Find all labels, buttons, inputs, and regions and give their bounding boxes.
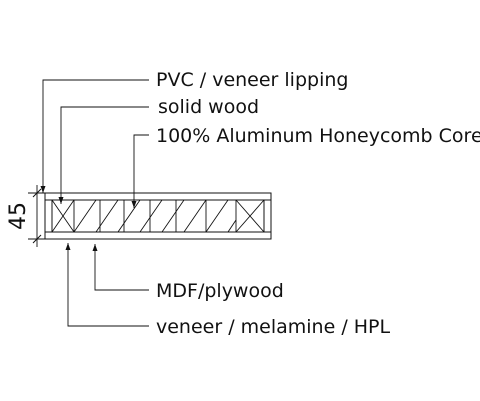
panel-section: [44, 192, 272, 240]
leader-solid-wood: [58, 106, 149, 204]
solid-wood-right: [235, 199, 265, 233]
lipping-strip-right: [263, 199, 272, 233]
label-pvc-lipping: PVC / veneer lipping: [156, 69, 348, 91]
label-solid-wood: solid wood: [158, 96, 259, 118]
thickness-value: 45: [6, 202, 31, 230]
label-core: 100% Aluminum Honeycomb Core: [156, 125, 480, 147]
leader-pvc-lipping: [40, 79, 149, 193]
leader-core: [131, 134, 149, 208]
thickness-dimension: 45: [6, 185, 45, 247]
label-mdf: MDF/plywood: [156, 280, 284, 302]
leader-mdf: [92, 244, 149, 291]
leader-veneer: [65, 243, 149, 327]
honeycomb-core: [73, 199, 237, 233]
solid-wood-left: [51, 199, 75, 233]
label-veneer: veneer / melamine / HPL: [156, 316, 391, 338]
lipping-strip: [44, 199, 53, 233]
